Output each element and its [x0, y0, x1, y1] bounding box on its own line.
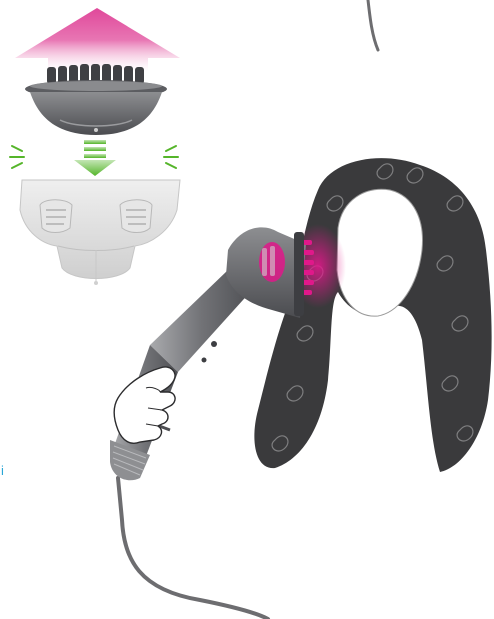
- dryer-head: [20, 180, 180, 285]
- air-slot: [40, 200, 72, 233]
- diffuser-attachment: [25, 64, 167, 135]
- hand: [114, 367, 175, 443]
- attach-arrow-icon: [74, 140, 116, 176]
- air-slot: [120, 200, 152, 233]
- airflow-arrow-icon: [15, 8, 180, 72]
- top-cable: [368, 0, 378, 50]
- motion-lines-icon: [10, 146, 24, 168]
- motion-lines-icon: [164, 146, 178, 168]
- side-marker-text: i: [1, 463, 4, 478]
- power-cable: [118, 478, 268, 619]
